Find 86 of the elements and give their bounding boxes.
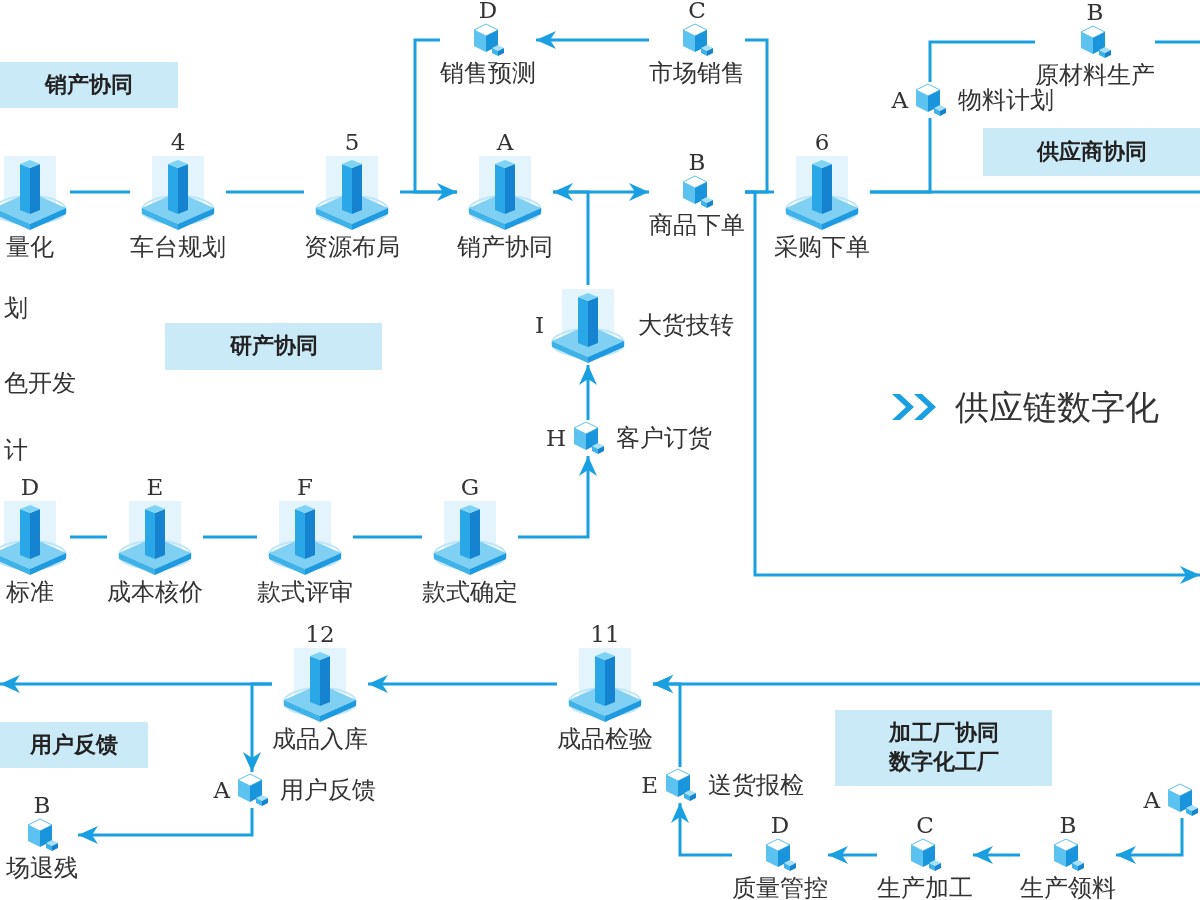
node-label: 市场销售 (649, 60, 745, 87)
flow-arrow (973, 846, 1020, 864)
step-label: B (688, 151, 706, 174)
step-label: A (1143, 788, 1160, 812)
section-banner (983, 128, 1200, 176)
step-label: 5 (344, 131, 360, 154)
step-label: G (460, 476, 480, 499)
flow-line (870, 118, 932, 194)
step-label: B (1059, 814, 1077, 837)
section-banner (835, 710, 1052, 786)
node-label: 款式确定 (422, 579, 518, 606)
step-label: D (770, 814, 790, 837)
flow-line (226, 190, 304, 194)
node-label: 资源布局 (304, 234, 400, 261)
step-label: H (545, 426, 566, 450)
step-label: 11 (590, 623, 620, 646)
flow-line (70, 190, 130, 194)
flow-line (928, 40, 1035, 82)
flow-arrow (368, 675, 557, 693)
banner-text: 数字化工厂 (888, 748, 999, 776)
flow-arrow (553, 183, 590, 285)
node-label: 原材料生产 (1035, 62, 1155, 89)
node-label: 销售预测 (440, 60, 536, 87)
flow-arrow (745, 190, 1200, 584)
node-label: 用户反馈 (280, 776, 376, 804)
step-label: 6 (814, 131, 830, 154)
step-label: A (891, 88, 908, 112)
step-label: C (688, 0, 706, 22)
step-label: C (916, 814, 934, 837)
step-label: D (20, 476, 40, 499)
node-label: 场退残 (6, 855, 78, 882)
node-label: 物料计划 (958, 86, 1054, 114)
flow-arrow (1116, 818, 1184, 864)
banner-text: 销产协同 (45, 70, 133, 99)
node-label: 生产领料 (1020, 875, 1116, 900)
diagram-title: 供应链数字化 (955, 386, 1159, 429)
node-label: 款式评审 (257, 579, 353, 606)
node-label: 标准 (6, 579, 54, 606)
section-banner (0, 722, 148, 768)
step-label: B (33, 794, 51, 817)
step-label: 4 (170, 131, 186, 154)
flow-arrow (579, 365, 597, 420)
flow-line (1155, 40, 1200, 44)
side-label: 计 (4, 435, 28, 466)
node-label: 销产协同 (457, 234, 553, 261)
step-label: B (1086, 1, 1104, 24)
node-label: 质量管控 (732, 875, 828, 900)
step-label: E (146, 476, 164, 499)
step-label: E (641, 773, 658, 797)
node-label: 车台规划 (130, 234, 226, 261)
flow-arrow (413, 38, 457, 201)
node-label: 大货技转 (638, 311, 734, 339)
node-label: 送货报检 (708, 771, 804, 799)
banner-text: 加工厂协同 (888, 719, 999, 748)
section-banner (0, 62, 178, 108)
node-label: 采购下单 (774, 234, 870, 261)
section-banner (165, 323, 382, 370)
flow-arrow (653, 675, 682, 767)
banner-text: 供应商协同 (1036, 137, 1147, 166)
side-label: 划 (4, 293, 28, 324)
flow-line (353, 535, 422, 539)
step-label: 12 (305, 623, 335, 646)
flow-arrow (518, 456, 597, 539)
flow-line (745, 38, 769, 194)
flow-line (70, 535, 107, 539)
step-label: F (297, 476, 313, 499)
step-label: D (478, 0, 498, 22)
node-label: 成品入库 (272, 726, 368, 753)
node-label: 客户订货 (616, 424, 712, 452)
flow-arrow (828, 846, 877, 864)
flow-arrow (671, 803, 732, 857)
flow-arrow (243, 682, 272, 772)
flow-arrow (78, 808, 254, 844)
node-label: 成本核价 (107, 579, 203, 606)
node-label: 生产加工 (877, 875, 973, 900)
step-label: A (213, 778, 230, 802)
flow-line (203, 535, 257, 539)
banner-text: 研产协同 (229, 332, 318, 361)
step-label: A (496, 131, 514, 154)
node-label: 成品检验 (557, 726, 653, 753)
node-label: 量化 (6, 234, 54, 261)
step-label: I (534, 313, 544, 337)
banner-text: 用户反馈 (30, 730, 118, 759)
flow-arrow (536, 31, 649, 49)
node-label: 商品下单 (649, 212, 745, 239)
side-label: 色开发 (4, 368, 76, 399)
